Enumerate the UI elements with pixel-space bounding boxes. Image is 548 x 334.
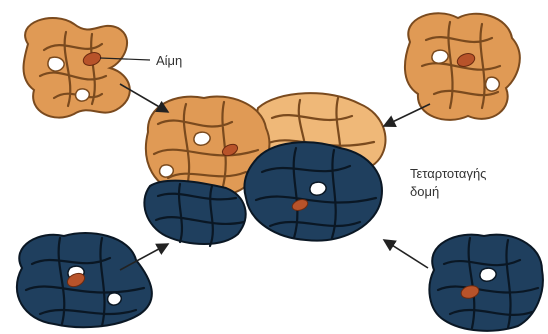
quaternary-structure-label: Τεταρτοταγής δομή — [410, 166, 490, 199]
quaternary-structure — [144, 93, 385, 246]
alpha-subunit-top-right — [405, 13, 520, 120]
assembly-arrow-bottom-right — [384, 240, 428, 268]
beta-subunit-bottom-left — [17, 233, 152, 327]
alpha-subunit-top-left — [24, 18, 130, 118]
beta-subunit-bottom-right — [429, 235, 542, 331]
heme-label: Αίμη — [156, 53, 182, 68]
quaternary-label-line2: δομή — [410, 184, 439, 199]
assembly-arrow-top-right — [384, 104, 430, 126]
quaternary-label-line1: Τεταρτοταγής — [410, 166, 486, 181]
